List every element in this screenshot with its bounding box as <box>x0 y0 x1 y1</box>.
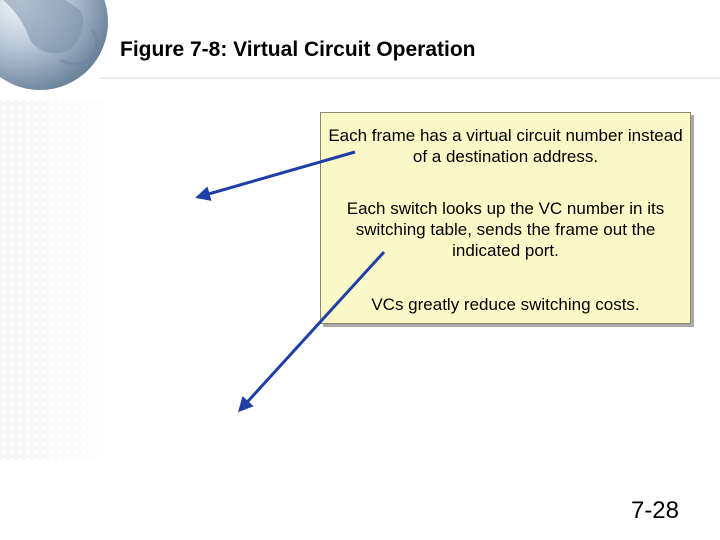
page-number: 7-28 <box>630 497 680 524</box>
arrow-to-switch-icon <box>237 250 386 413</box>
globe-icon <box>0 0 108 90</box>
callout-paragraph-frame: Each frame has a virtual circuit number … <box>328 126 683 166</box>
arrow-to-frame-icon <box>195 150 356 201</box>
slide-title: Figure 7-8: Virtual Circuit Operation <box>120 38 476 61</box>
annotation-callout: Each frame has a virtual circuit number … <box>320 112 691 324</box>
callout-paragraph-switch: Each switch looks up the VC number in it… <box>346 199 665 260</box>
grid-pattern <box>0 100 120 460</box>
callout-paragraph-costs: VCs greatly reduce switching costs. <box>371 295 640 314</box>
